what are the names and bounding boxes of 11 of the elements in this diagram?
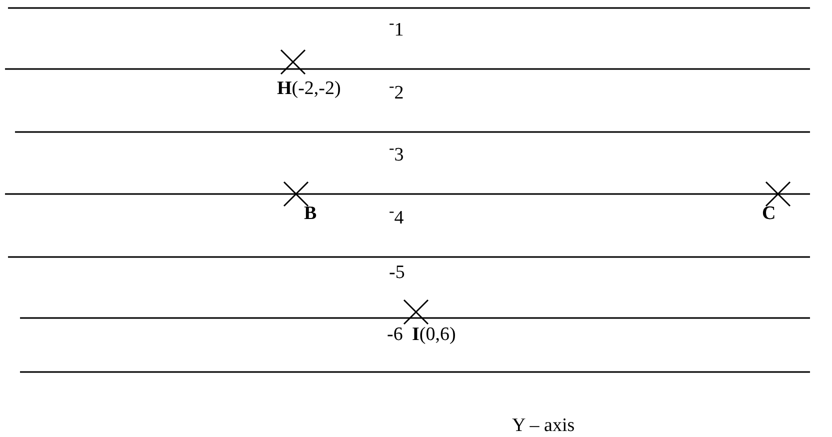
point-label: I(0,6)	[412, 325, 456, 344]
point-label: B	[304, 204, 317, 223]
axis-number: $^{-}$4	[389, 204, 404, 228]
point-label: H(-2,-2)	[277, 79, 341, 98]
axis-number: $^{-}$1	[389, 16, 404, 40]
point-label: C	[762, 204, 776, 223]
axis-title: Y – axis	[512, 416, 575, 435]
axis-number: -5	[389, 263, 405, 282]
axis-number: $^{-}$3	[389, 141, 404, 164]
axis-number: -6	[387, 325, 403, 344]
axis-number: $^{-}$2	[389, 79, 404, 102]
